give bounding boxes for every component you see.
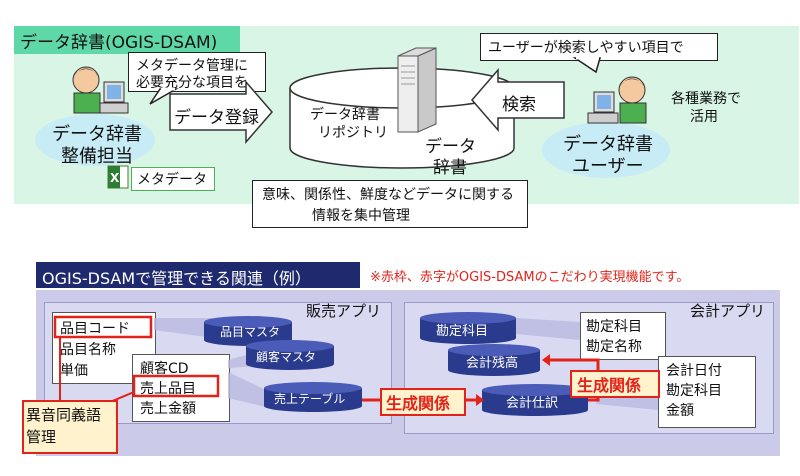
bottom-note-line2: 情報を集中管理 <box>312 208 410 224</box>
journal-database-icon <box>482 384 588 416</box>
sales-table-database-icon <box>264 382 362 412</box>
acc-field2-2: 金額 <box>666 403 694 419</box>
user-label-line1: データ辞書 <box>563 134 653 155</box>
metadata-box <box>131 167 215 191</box>
maintainer-label-line1: データ辞書 <box>52 124 142 145</box>
relation1-label: 生成関係 <box>386 394 451 413</box>
maintainer-label-line2: 整備担当 <box>61 146 133 167</box>
accounting-app-label: 会計アプリ <box>690 302 766 320</box>
connector-item-master <box>154 318 214 338</box>
callout-left-line2: 必要充分な項目を <box>136 75 248 91</box>
maintainer-person-at-computer-icon <box>72 66 129 114</box>
callout-left <box>128 52 266 92</box>
bottom-note: ※赤枠、赤字がOGIS-DSAMのこだわり実現機能です。 <box>370 270 690 285</box>
acc-field2-1: 勘定科目 <box>666 383 722 399</box>
business-label-line2: 活用 <box>690 109 718 125</box>
acc-db-label-2: 会計仕訳 <box>506 396 559 411</box>
sales-app-label: 販売アプリ <box>306 302 382 320</box>
account-master-database-icon <box>420 312 516 344</box>
sales-db-label-1: 顧客マスタ <box>256 350 317 364</box>
item-field-0: 品目コード <box>60 321 130 337</box>
register-arrow-label: データ登録 <box>174 108 259 128</box>
sales-field-1: 売上品目 <box>140 381 196 397</box>
relation1-arrowhead <box>476 394 484 406</box>
acc-db-label-0: 勘定科目 <box>436 324 489 339</box>
account-balance-database-icon <box>448 344 540 376</box>
connector-account-master <box>516 318 580 340</box>
callout-left-line1: メタデータ管理に <box>136 58 248 74</box>
business-label-line1: 各種業務で <box>671 91 741 107</box>
dictionary-label-line2: 辞書 <box>433 158 467 178</box>
bottom-note-line1: 意味、関係性、鮮度などデータに関する <box>262 187 514 203</box>
acc-field2-0: 会計日付 <box>666 363 722 379</box>
relation1-box <box>380 388 466 416</box>
customer-master-database-icon <box>246 340 334 370</box>
top-title: データ辞書(OGIS-DSAM) <box>20 33 218 53</box>
metadata-label: メタデータ <box>137 172 207 188</box>
repository-label-line2: リポジトリ <box>318 125 388 141</box>
top-title-box <box>14 26 240 54</box>
excel-file-icon: X <box>107 165 129 189</box>
user-person-at-computer-icon <box>587 76 647 124</box>
connector-sales-table <box>228 372 270 408</box>
search-arrow <box>471 67 565 133</box>
relation2-arrowhead <box>542 354 550 366</box>
user-ellipse <box>542 122 670 178</box>
bottom-title-box <box>36 262 360 288</box>
svg-text:X: X <box>110 171 120 185</box>
dictionary-label-line1: データ <box>425 137 476 157</box>
search-arrow-label: 検索 <box>502 95 536 115</box>
journal-fields <box>658 356 756 428</box>
bottom-title: OGIS-DSAMで管理できる関連（例） <box>42 269 311 288</box>
maintainer-ellipse <box>35 114 155 166</box>
item-code-highlight <box>53 315 153 339</box>
callout-right-text: ユーザーが検索しやすい項目で <box>488 40 684 56</box>
relation2-box <box>570 370 660 398</box>
acc-field1-0: 勘定科目 <box>586 319 642 335</box>
homonym-line1: 異音同義語 <box>26 406 102 424</box>
sales-field-0: 顧客CD <box>140 361 189 377</box>
acc-db-label-1: 会計残高 <box>466 356 519 371</box>
item-field-1: 品目名称 <box>60 342 116 358</box>
relation2-label: 生成関係 <box>577 376 642 395</box>
acc-field1-1: 勘定名称 <box>586 339 642 355</box>
homonym-line2: 管理 <box>26 428 57 446</box>
server-icon <box>397 47 437 133</box>
item-field-2: 単価 <box>60 363 88 379</box>
bottom-note-box <box>252 180 528 228</box>
account-master-fields <box>580 312 666 360</box>
register-arrow <box>169 79 273 145</box>
sales-db-label-0: 品目マスタ <box>220 325 281 339</box>
sales-field-2: 売上金額 <box>140 401 196 417</box>
homonym-box <box>22 400 118 454</box>
callout-right <box>480 33 718 61</box>
relation2-line-up <box>548 358 600 372</box>
repository-label-line1: データ辞書 <box>310 107 380 123</box>
user-label-line2: ユーザー <box>572 156 644 177</box>
sales-item-highlight <box>132 374 220 398</box>
sales-db-label-2: 売上テーブル <box>274 392 346 406</box>
